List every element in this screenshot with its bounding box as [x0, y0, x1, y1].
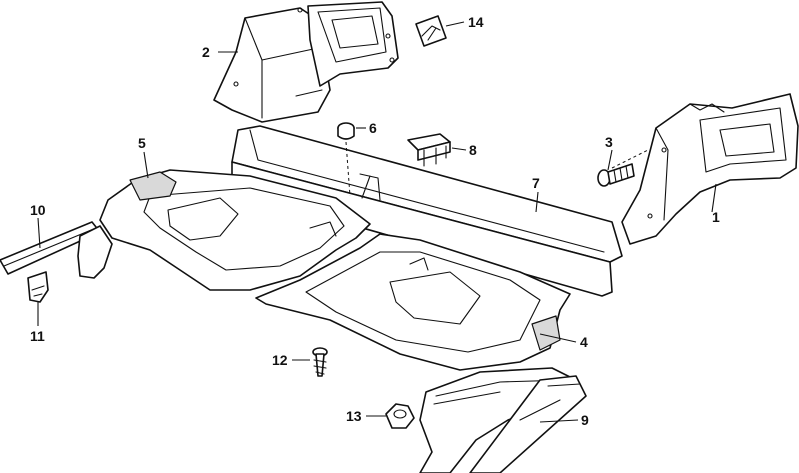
part-5-floor-panel	[99, 169, 371, 291]
callout-7: 7	[532, 175, 540, 191]
part-8-clip	[407, 133, 451, 167]
leader-8	[451, 147, 467, 151]
callout-6: 6	[369, 120, 377, 136]
part-2-trim-panel	[213, 1, 399, 123]
leader-7	[535, 191, 539, 213]
callout-8: 8	[469, 142, 477, 158]
assembly-line-3	[611, 149, 649, 169]
callout-1: 1	[712, 209, 720, 225]
part-12-screw	[312, 347, 328, 377]
callout-3: 3	[605, 134, 613, 150]
part-4-floor-panel	[255, 233, 571, 371]
callout-12: 12	[272, 352, 288, 368]
callout-2: 2	[202, 44, 210, 60]
part-1-side-trim	[621, 93, 799, 245]
leader-10	[37, 217, 41, 249]
callout-13: 13	[346, 408, 362, 424]
part-3-bolt	[597, 163, 635, 187]
leader-14	[445, 21, 465, 27]
part-11-clip	[27, 271, 49, 303]
leader-1	[711, 183, 717, 213]
leader-3	[607, 149, 613, 171]
callout-5: 5	[138, 135, 146, 151]
callout-11: 11	[30, 328, 45, 344]
leader-9	[539, 419, 579, 423]
part-10-sill-strip	[0, 221, 113, 279]
part-13-nut	[385, 403, 415, 429]
part-14-clip	[415, 15, 447, 47]
part-6-plug	[337, 122, 355, 140]
callout-14: 14	[468, 14, 484, 30]
callout-4: 4	[580, 334, 588, 350]
leader-4	[539, 333, 577, 343]
callout-10: 10	[30, 202, 46, 218]
leader-5	[143, 151, 149, 179]
part-9-lower-trim	[419, 367, 587, 473]
callout-9: 9	[581, 412, 589, 428]
